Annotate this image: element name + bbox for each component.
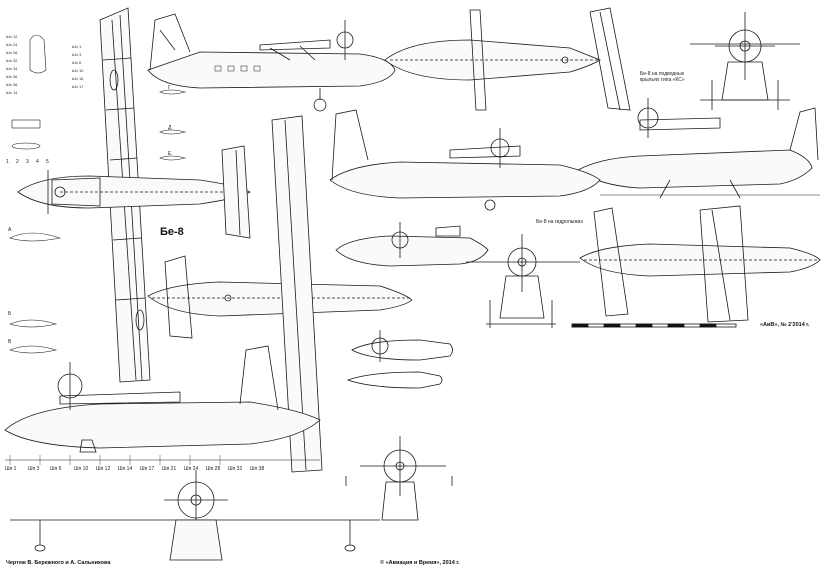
station-label: Шп 38 bbox=[250, 466, 265, 472]
side-view-mini bbox=[346, 330, 453, 389]
section-letter: Е bbox=[168, 151, 172, 157]
section-labels-left: Шп 12 Шп 24 Шп 28 Шп 32 Шп 34 Шп 36 Шп 3… bbox=[6, 34, 17, 95]
profile-label: 5 bbox=[46, 159, 49, 165]
section-label: Шп 6 bbox=[72, 60, 82, 65]
station-label: Шп 1 bbox=[5, 466, 17, 472]
section-letter: А bbox=[8, 227, 12, 233]
plan-view-lower-right bbox=[579, 205, 821, 323]
profile-label: 3 bbox=[26, 159, 29, 165]
front-view-hydroski bbox=[466, 234, 580, 328]
station-label: Шп 12 bbox=[96, 466, 111, 472]
profile-label: 2 bbox=[16, 159, 19, 165]
section-label: Шп 32 bbox=[6, 58, 18, 63]
section-letter: В bbox=[8, 339, 12, 345]
side-view-hydroski bbox=[335, 222, 489, 267]
credit-copyright: © «Авиация и Время», 2014 г. bbox=[380, 560, 460, 566]
station-label: Шп 14 bbox=[118, 466, 133, 472]
section-label: Шп 28 bbox=[6, 50, 18, 55]
side-view-lower bbox=[4, 345, 321, 465]
station-label: Шп 10 bbox=[74, 466, 89, 472]
section-label: Шп 10 bbox=[72, 68, 84, 73]
station-label: Шп 21 bbox=[162, 466, 177, 472]
section-label: Шп 12 bbox=[6, 34, 18, 39]
side-view-hydrofoils bbox=[577, 98, 820, 199]
front-view-lower bbox=[10, 470, 380, 561]
hydrofoil-note: Бе-8 на подводных крыльях типа «КС» bbox=[640, 71, 685, 84]
section-letter: Д bbox=[168, 125, 172, 131]
hydrofoil-note-line: Бе-8 на подводных bbox=[640, 71, 685, 77]
section-label: Шп 36 bbox=[6, 74, 18, 79]
station-label: Шп 28 bbox=[206, 466, 221, 472]
section-label: Шп 24 bbox=[6, 42, 18, 47]
aircraft-title: Бе-8 bbox=[160, 226, 184, 238]
section-label: Шп 14 bbox=[6, 90, 18, 95]
plan-view-centre bbox=[147, 115, 413, 473]
section-label: Шп 38 bbox=[6, 82, 18, 87]
side-view-centre bbox=[329, 109, 601, 211]
section-label: Шп 16 bbox=[72, 76, 84, 81]
section-letter: Б bbox=[8, 311, 12, 317]
section-details bbox=[9, 34, 187, 354]
front-view-lower-right bbox=[345, 436, 453, 521]
station-label: Шп 32 bbox=[228, 466, 243, 472]
credit-authors: Чертеж В. Бережного и А. Сальникова bbox=[6, 560, 111, 566]
station-label: Шп 17 bbox=[140, 466, 155, 472]
plan-view-upper-right bbox=[384, 7, 631, 111]
front-view-hydrofoils bbox=[690, 12, 800, 110]
plan-view-main bbox=[17, 7, 251, 383]
profile-label: 4 bbox=[36, 159, 39, 165]
section-label: Шп 17 bbox=[72, 84, 84, 89]
section-label: Шп 1 bbox=[72, 44, 82, 49]
hydroski-note: Бе-8 на гидролыжах bbox=[536, 219, 583, 225]
credit-issue: «АиВ», № 2'2014 г. bbox=[760, 322, 810, 328]
section-label: Шп 3 bbox=[72, 52, 82, 57]
scale-bar bbox=[571, 323, 737, 328]
section-label: Шп 34 bbox=[6, 66, 18, 71]
station-label: Шп 24 bbox=[184, 466, 199, 472]
hydrofoil-note-line: крыльях типа «КС» bbox=[640, 76, 685, 83]
side-view-upper bbox=[147, 13, 396, 112]
profile-label: 1 bbox=[6, 159, 9, 165]
station-label: Шп 6 bbox=[50, 466, 62, 472]
section-letter: Г bbox=[168, 85, 171, 91]
station-label: Шп 3 bbox=[28, 466, 40, 472]
section-labels-right: Шп 1 Шп 3 Шп 6 Шп 10 Шп 16 Шп 17 bbox=[72, 44, 83, 89]
